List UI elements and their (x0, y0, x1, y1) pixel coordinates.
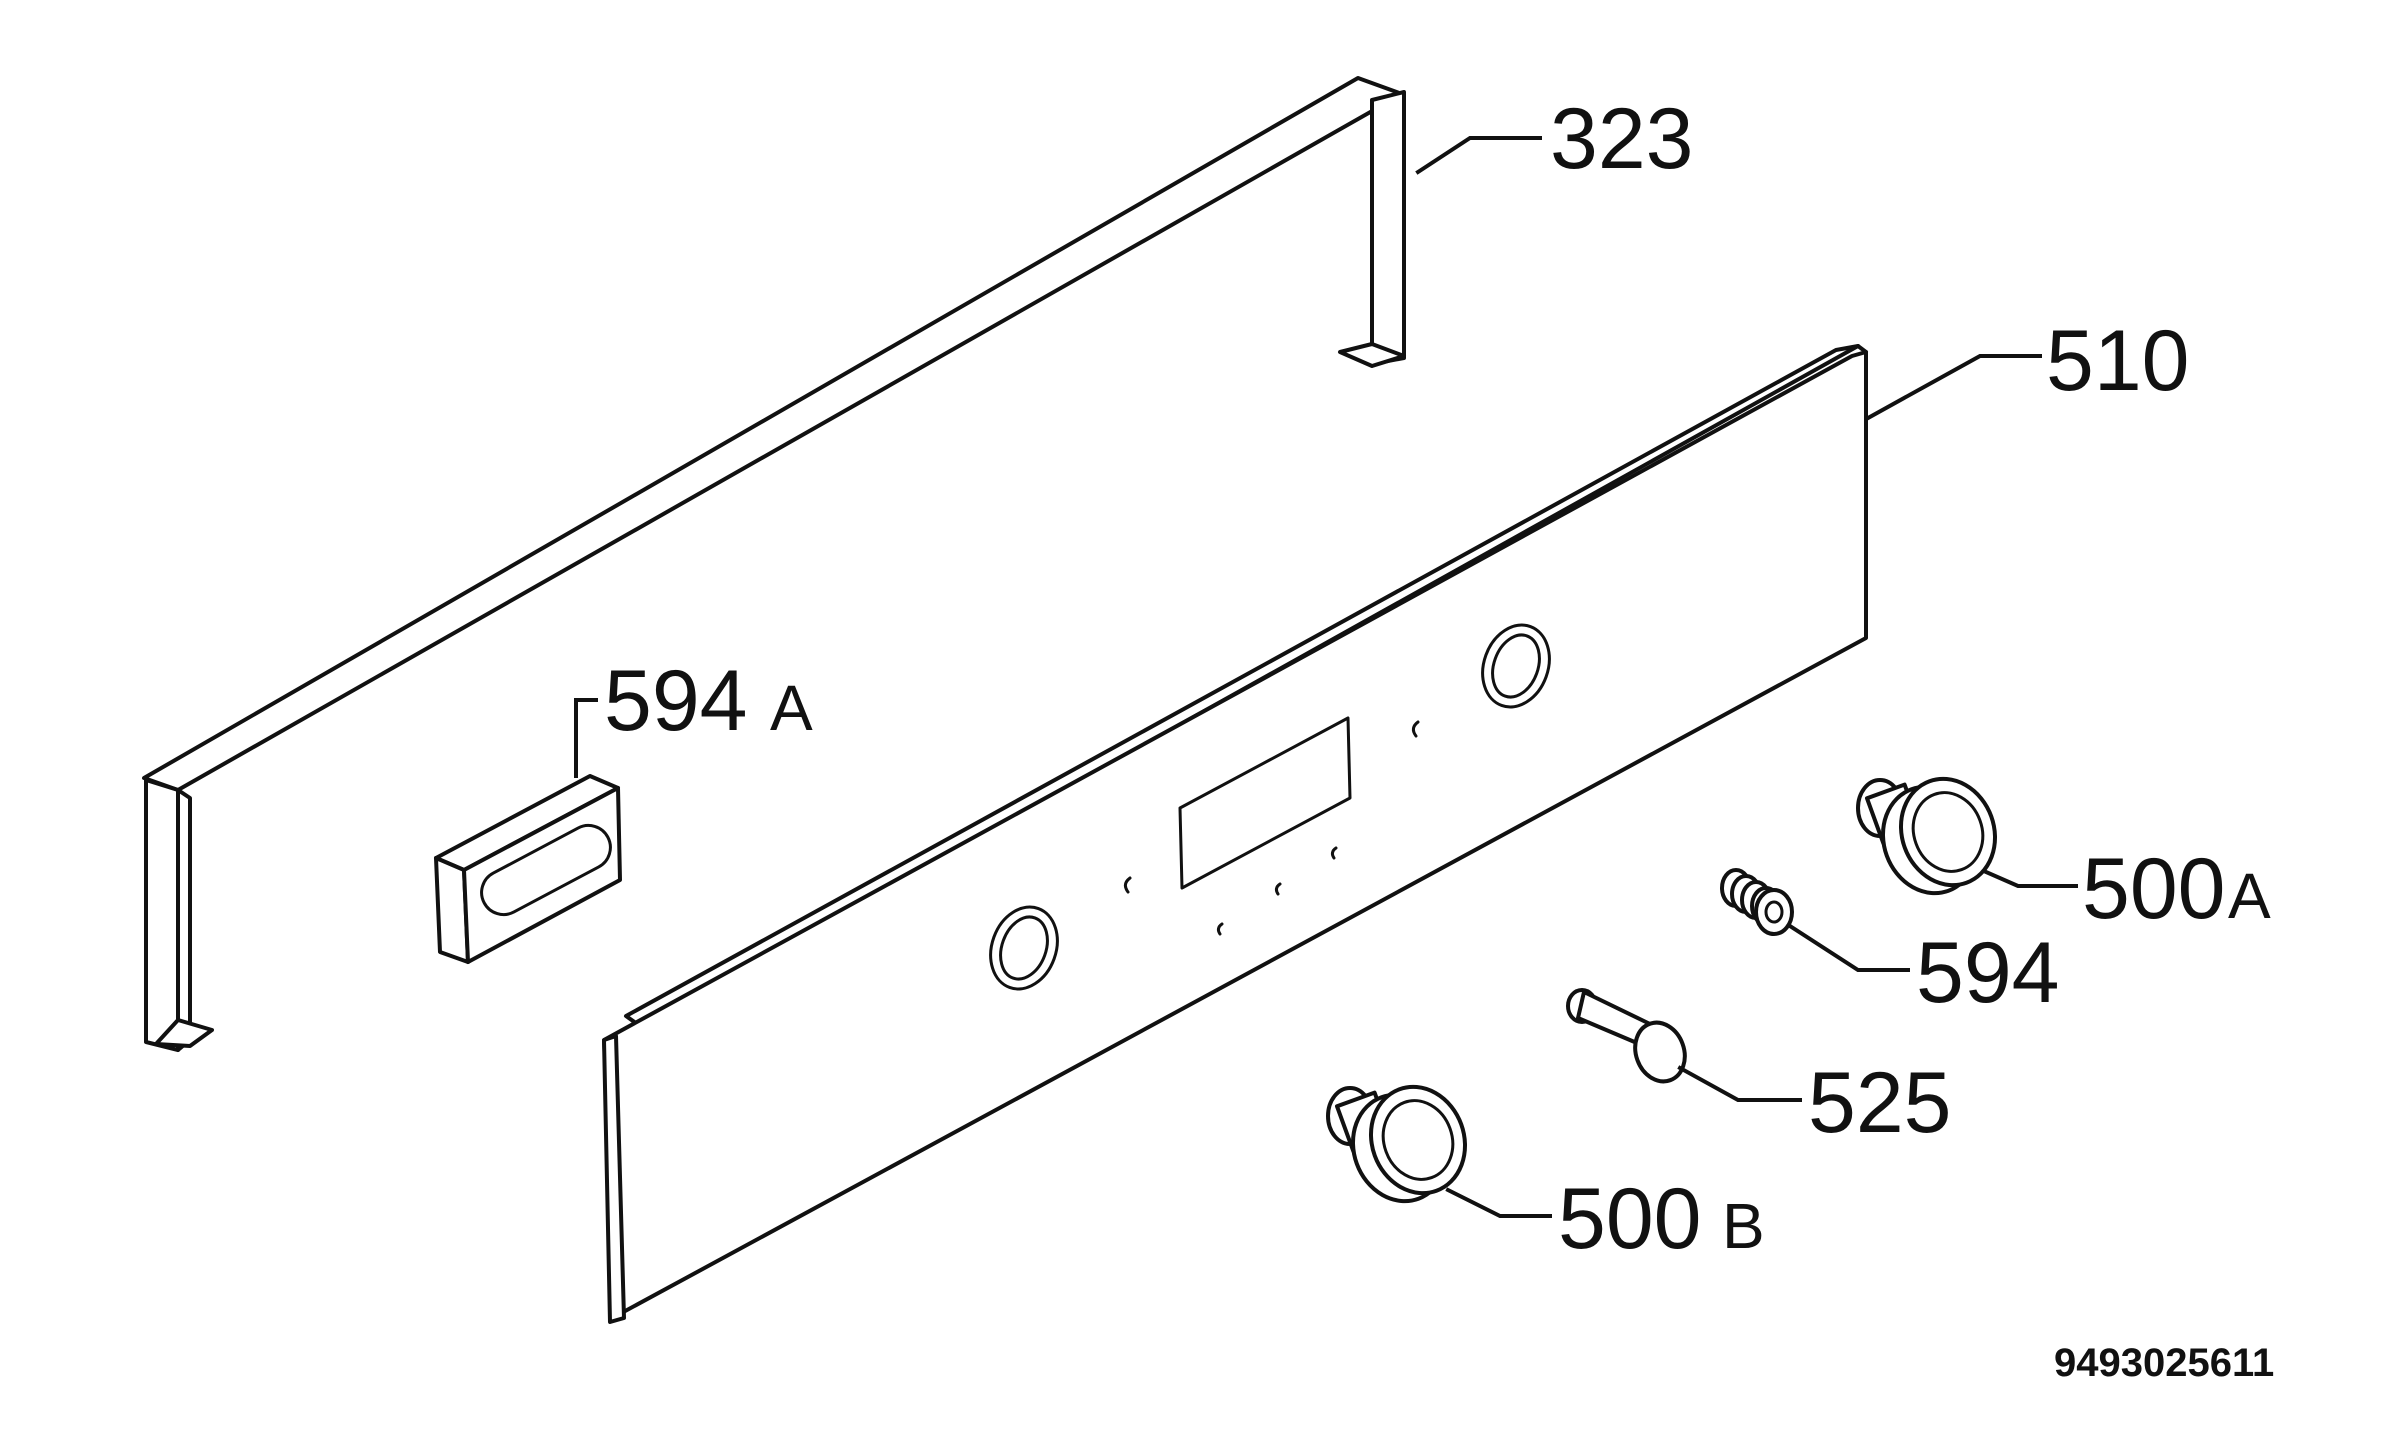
control-panel-510 (602, 344, 1868, 1324)
knob-hole-left (989, 905, 1059, 991)
display-window (1178, 716, 1352, 890)
svg-text:323: 323 (1550, 91, 1694, 187)
callout-525: 525 (1808, 1055, 1952, 1151)
callout-594a: 594 A (604, 653, 813, 749)
clip-bracket-594a (434, 774, 622, 964)
frame-bar-323 (142, 76, 1406, 1052)
svg-text:500: 500 (2082, 841, 2226, 937)
callout-500a: 500 A (2082, 841, 2271, 937)
callout-500b: 500 B (1558, 1171, 1765, 1267)
svg-text:B: B (1722, 1190, 1765, 1262)
svg-text:A: A (2228, 860, 2271, 932)
callout-323: 323 (1550, 91, 1694, 187)
svg-text:500: 500 (1558, 1171, 1702, 1267)
callout-510: 510 (2046, 313, 2190, 409)
diagram-id: 9493025611 (2054, 1341, 2274, 1385)
svg-text:594: 594 (1916, 925, 2060, 1021)
svg-text:510: 510 (2046, 313, 2190, 409)
knob-500b (1326, 1084, 1468, 1204)
spring-594 (1720, 868, 1794, 936)
shaft-525 (1566, 988, 1687, 1084)
svg-text:594: 594 (604, 653, 748, 749)
svg-text:A: A (770, 672, 813, 744)
knob-hole-right (1481, 623, 1551, 709)
knob-500a (1856, 776, 1998, 896)
callout-594: 594 (1916, 925, 2060, 1021)
leader-lines (574, 136, 2078, 1218)
svg-text:525: 525 (1808, 1055, 1952, 1151)
